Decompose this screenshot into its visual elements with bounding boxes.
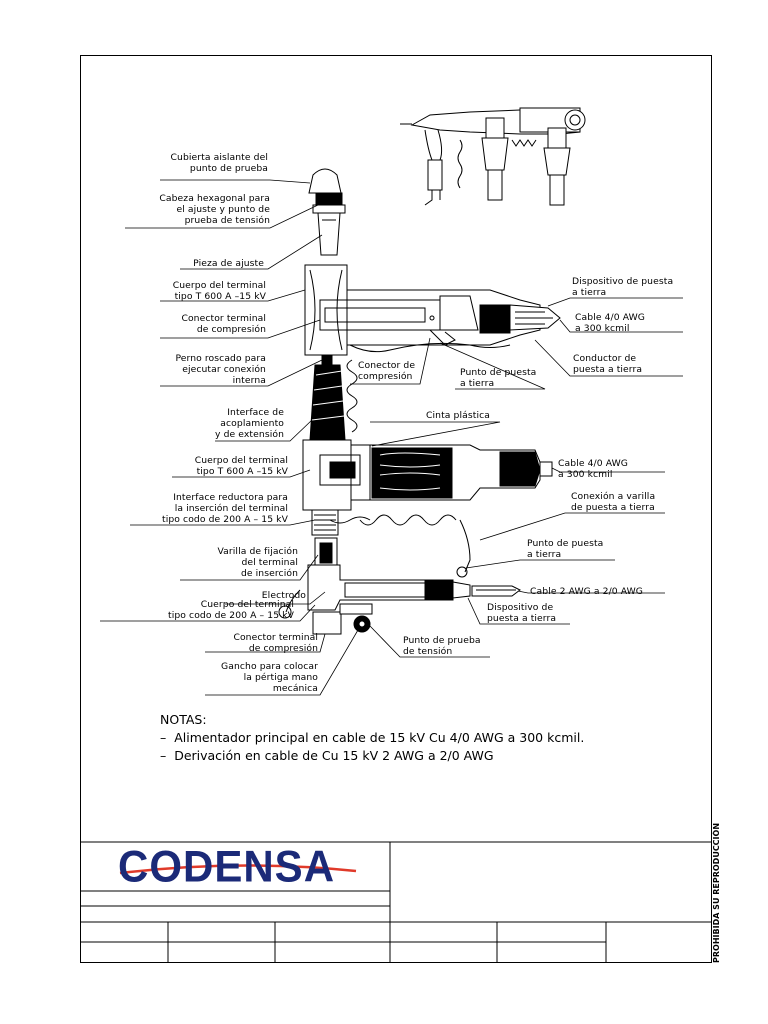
isometric-sketch xyxy=(400,107,586,206)
label-cable1: Cable 4/0 AWG a 300 kcmil xyxy=(575,312,645,334)
label-varilla: Varilla de fijación del terminal de inse… xyxy=(217,546,298,579)
label-perno: Perno roscado para ejecutar conexión int… xyxy=(175,353,266,386)
label-electrodo: Electrodo xyxy=(261,590,306,601)
drawing-sheet xyxy=(80,55,712,963)
label-cable3: Cable 2 AWG a 2/0 AWG xyxy=(530,586,644,597)
label-punto-prueba: Punto de prueba de tensión xyxy=(403,635,481,657)
logo-swoosh xyxy=(119,864,357,875)
elbow-body xyxy=(307,564,441,611)
label-conector-comp: Conector de compresión xyxy=(358,360,416,382)
label-dispositivo2: Dispositivo de puesta a tierra xyxy=(487,602,557,624)
label-interface1: Interface de acoplamiento y de extensión xyxy=(215,407,284,440)
label-cuerpo3: Cuerpo del terminal tipo codo de 200 A –… xyxy=(168,599,294,621)
extension-interface xyxy=(309,364,346,441)
label-interface2: Interface reductora para la inserción de… xyxy=(162,492,288,525)
adjust-piece xyxy=(317,212,341,256)
label-conductor: Conductor de puesta a tierra xyxy=(573,353,643,375)
test-point-cover xyxy=(308,168,342,194)
label-dispositivo1: Dispositivo de puesta a tierra xyxy=(572,276,674,298)
label-cinta: Cinta plástica xyxy=(426,410,490,421)
side-note: PROHIBIDA SU REPRODUCCIÓN xyxy=(712,822,728,963)
label-punto1: Punto de puesta a tierra xyxy=(460,367,537,389)
label-gancho: Gancho para colocar la pértiga mano mecá… xyxy=(221,661,318,694)
label-cable2: Cable 4/0 AWG a 300 kcmil xyxy=(558,458,628,480)
t-body-upper xyxy=(304,264,348,356)
label-punto2: Punto de puesta a tierra xyxy=(527,538,604,560)
logo-text: CODENSA xyxy=(118,841,336,892)
label-conector1: Conector terminal de compresión xyxy=(181,313,266,335)
label-pieza: Pieza de ajuste xyxy=(193,258,264,269)
notes: NOTAS: – Alimentador principal en cable … xyxy=(160,712,585,763)
label-conector2: Conector terminal de compresión xyxy=(233,632,318,654)
label-cubierta: Cubierta aislante del punto de prueba xyxy=(170,152,268,174)
side-note-text: PROHIBIDA SU REPRODUCCIÓN xyxy=(712,822,721,963)
label-conexion: Conexión a varilla de puesta a tierra xyxy=(571,491,656,513)
label-cuerpo2: Cuerpo del terminal tipo T 600 A –15 kV xyxy=(194,455,288,477)
label-cuerpo1: Cuerpo del terminal tipo T 600 A –15 kV xyxy=(172,280,266,302)
leader-lines xyxy=(100,179,683,696)
codensa-logo: CODENSA xyxy=(118,841,358,892)
label-cabeza: Cabeza hexagonal para el ajuste y punto … xyxy=(159,193,270,226)
